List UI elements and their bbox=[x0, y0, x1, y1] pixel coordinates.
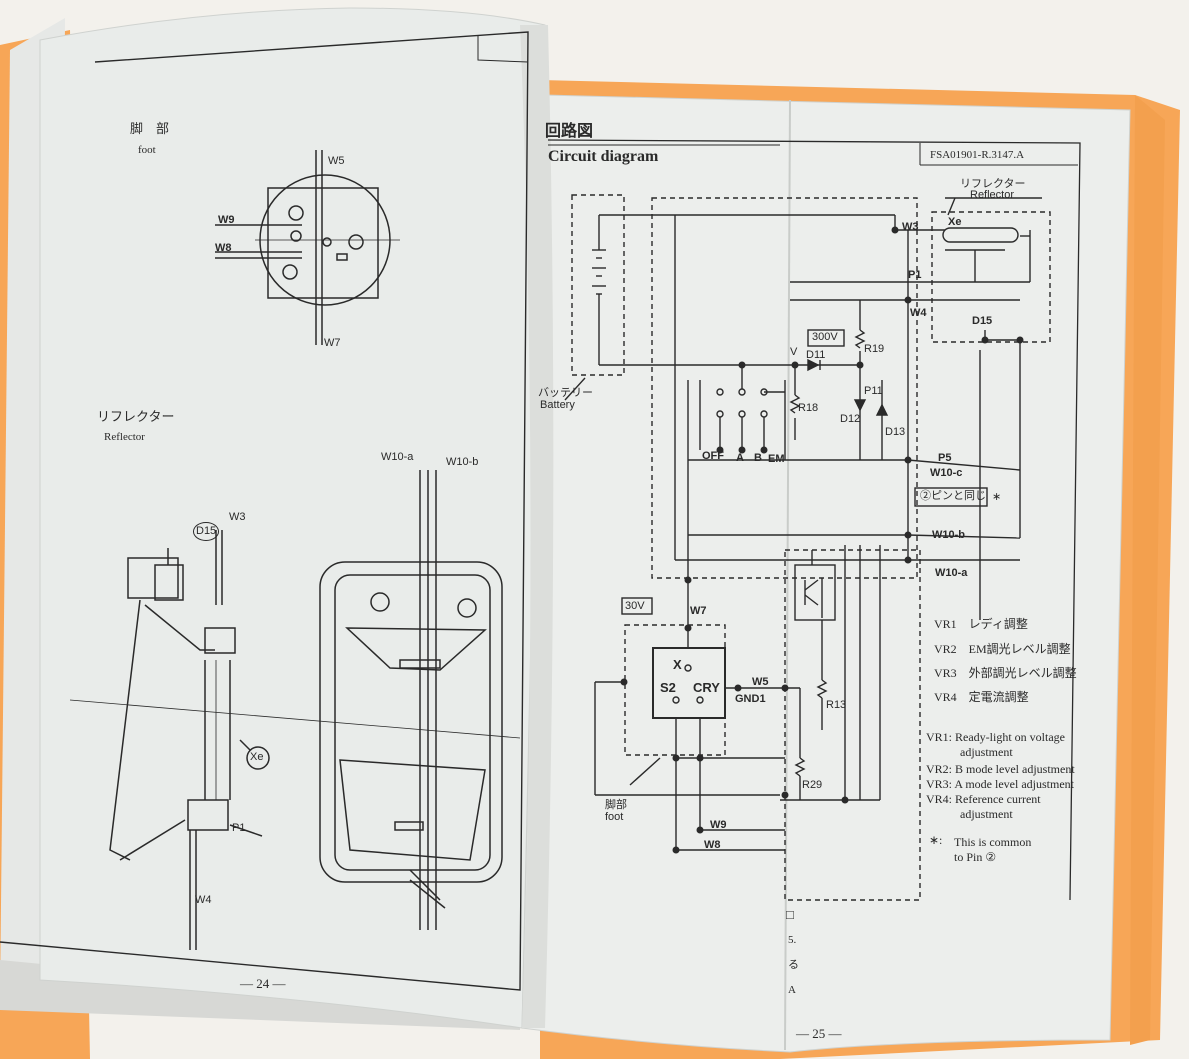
comp-w8: W8 bbox=[704, 839, 721, 851]
foot-label-jp: 脚 部 bbox=[130, 121, 170, 136]
page-number-left: — 24 — bbox=[240, 976, 286, 991]
label-w8-left: W8 bbox=[215, 242, 232, 254]
vr1-jp: VR1 レディ調整 bbox=[934, 617, 1028, 631]
note-mark: ∗: bbox=[929, 833, 943, 847]
vr4-en: VR4: Reference current bbox=[926, 792, 1041, 806]
label-w10a-left: W10-a bbox=[381, 451, 414, 463]
reflector-en-right: Reflector bbox=[970, 189, 1015, 201]
battery-jp: バッテリー bbox=[538, 387, 593, 399]
comp-p1: P1 bbox=[908, 269, 922, 281]
comp-xe: Xe bbox=[948, 216, 962, 228]
comp-300v: 300V bbox=[812, 331, 838, 343]
switch-b: B bbox=[754, 452, 762, 464]
label-p1-left: P1 bbox=[232, 822, 246, 834]
comp-v: V bbox=[790, 346, 798, 358]
switch-a: A bbox=[736, 452, 744, 464]
vr4-jp: VR4 定電流調整 bbox=[934, 690, 1029, 704]
ic-s2: S2 bbox=[660, 680, 676, 695]
comp-w7: W7 bbox=[690, 605, 707, 617]
vr1-en-cont: adjustment bbox=[960, 745, 1013, 759]
foot-label-en: foot bbox=[138, 144, 156, 156]
edge-char-2: 5. bbox=[788, 934, 797, 946]
comp-w5: W5 bbox=[752, 676, 769, 688]
pin-note: ②ピンと同じ bbox=[920, 490, 986, 502]
vr3-en: VR3: A mode level adjustment bbox=[926, 777, 1074, 791]
vr1-en: VR1: Ready-light on voltage bbox=[926, 730, 1065, 744]
comp-w10c: W10-c bbox=[930, 467, 963, 479]
comp-w9: W9 bbox=[710, 819, 727, 831]
comp-gnd1: GND1 bbox=[735, 693, 766, 705]
comp-w3: W3 bbox=[902, 221, 919, 233]
comp-p11: P11 bbox=[864, 385, 883, 397]
comp-w10a: W10-a bbox=[935, 567, 968, 579]
label-d15-left: D15 bbox=[193, 522, 220, 541]
note-line-2: to Pin ② bbox=[954, 850, 997, 864]
comp-r18: R18 bbox=[798, 402, 819, 414]
comp-d15: D15 bbox=[972, 315, 993, 327]
comp-30v: 30V bbox=[625, 600, 645, 612]
page-number-right: — 25 — bbox=[796, 1026, 842, 1041]
label-w5-left: W5 bbox=[328, 155, 345, 167]
ic-x: X bbox=[673, 657, 682, 672]
pin-note-asterisk: ∗ bbox=[992, 491, 1002, 503]
doc-code: FSA01901-R.3147.A bbox=[930, 149, 1025, 161]
comp-r29: R29 bbox=[802, 779, 823, 791]
label-w4-left: W4 bbox=[195, 894, 212, 906]
title-jp: 回路図 bbox=[545, 123, 594, 140]
ic-cry: CRY bbox=[693, 680, 720, 695]
foot-jp-right: 脚部 bbox=[605, 799, 627, 811]
vr3-jp: VR3 外部調光レベル調整 bbox=[934, 666, 1077, 680]
switch-em: EM bbox=[768, 453, 785, 465]
switch-off: OFF bbox=[702, 450, 724, 462]
foot-en-right: foot bbox=[605, 811, 624, 823]
battery-en: Battery bbox=[540, 399, 575, 411]
note-line-1: This is common bbox=[954, 835, 1032, 849]
comp-d11: D11 bbox=[806, 349, 826, 361]
comp-d12: D12 bbox=[840, 413, 861, 425]
label-w7-left: W7 bbox=[324, 337, 341, 349]
label-w9-left: W9 bbox=[218, 214, 235, 226]
title-en: Circuit diagram bbox=[548, 148, 659, 165]
comp-w10b: W10-b bbox=[932, 529, 965, 541]
label-w10b-left: W10-b bbox=[446, 456, 479, 468]
label-w3-left: W3 bbox=[229, 511, 246, 523]
comp-r19: R19 bbox=[864, 343, 885, 355]
comp-p5: P5 bbox=[938, 452, 952, 464]
vr4-en-cont: adjustment bbox=[960, 807, 1013, 821]
reflector-label-jp: リフレクター bbox=[97, 409, 175, 424]
reflector-label-en: Reflector bbox=[104, 431, 145, 443]
edge-char-3: る bbox=[788, 959, 799, 971]
edge-char-4: A bbox=[788, 984, 796, 996]
comp-r13: R13 bbox=[826, 699, 847, 711]
comp-d13: D13 bbox=[885, 426, 906, 438]
vr2-jp: VR2 EM調光レベル調整 bbox=[934, 642, 1071, 656]
comp-w4: W4 bbox=[910, 307, 927, 319]
reflector-jp-right: リフレクター bbox=[960, 178, 1026, 190]
label-xe-left: Xe bbox=[250, 751, 264, 763]
edge-char-1: □ bbox=[786, 907, 794, 922]
vr2-en: VR2: B mode level adjustment bbox=[926, 762, 1075, 776]
